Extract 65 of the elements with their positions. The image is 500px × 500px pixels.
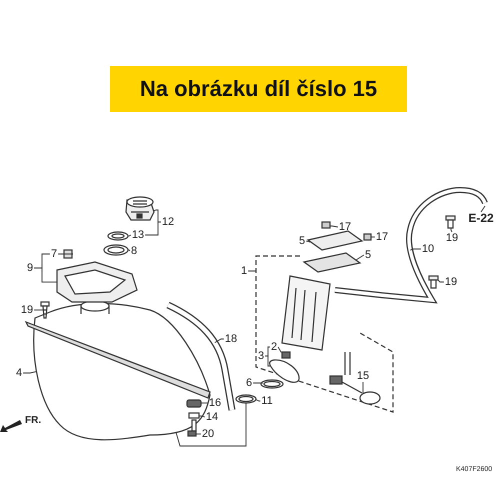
leader-line: [22, 371, 37, 374]
callout-number: 17: [338, 221, 352, 233]
leader-line: [198, 416, 206, 418]
rubber-cap: [321, 221, 331, 229]
tank-cover: [56, 261, 138, 303]
seal-ring: [107, 231, 129, 241]
leader-line: [34, 268, 58, 283]
gasket: [302, 252, 362, 273]
callout-number: 19: [446, 232, 458, 244]
callout-number: 4: [16, 367, 22, 379]
leader-line: [144, 222, 162, 236]
callout-number: 11: [261, 395, 273, 407]
callout-number: 19: [20, 304, 34, 316]
bolt: [187, 419, 197, 437]
rubber-block: [63, 249, 73, 259]
leader-line: [370, 236, 376, 238]
callout-number: 20: [202, 428, 214, 440]
title: Na obrázku díl číslo 15: [140, 76, 378, 102]
fuel-cap: [125, 196, 155, 221]
callout-number: 7: [50, 248, 58, 260]
callout-number: 3: [258, 350, 264, 362]
callout-number: 13: [132, 229, 144, 241]
leader-line: [330, 226, 338, 228]
callout-number: 1: [240, 265, 248, 277]
callout-number: 14: [206, 411, 218, 423]
callout-number: 18: [224, 333, 238, 345]
leader-line: [128, 234, 132, 236]
direction-label: FR.: [25, 415, 42, 426]
bolt: [40, 301, 50, 319]
leader-line: [214, 338, 224, 344]
gasket: [306, 230, 364, 251]
leader-line: [252, 382, 264, 384]
callout-number: 15: [356, 370, 370, 382]
leader-line: [438, 280, 444, 282]
callout-number: 9: [26, 262, 34, 274]
leader-line: [255, 399, 261, 402]
callout-number: 12: [162, 216, 174, 228]
hose: [166, 302, 236, 411]
callout-number: 5: [364, 249, 372, 261]
leader-line: [410, 248, 422, 251]
leader-line: [355, 254, 364, 261]
leader-line: [153, 210, 162, 222]
leader-line: [278, 346, 282, 352]
callout-number: 19: [444, 276, 458, 288]
leader-line: [264, 356, 271, 366]
assembly-guide-line: [176, 402, 246, 446]
callout-number: 5: [298, 235, 306, 247]
o-ring: [103, 244, 129, 256]
callout-number: 17: [376, 231, 388, 243]
leader-line: [450, 228, 452, 232]
leader-line: [480, 206, 486, 212]
callout-number: 6: [246, 377, 252, 389]
leader-line: [200, 402, 208, 404]
callout-number: E-22: [468, 211, 494, 225]
callout-number: 2: [270, 341, 278, 353]
leader-line: [306, 240, 311, 242]
callout-number: 10: [422, 243, 434, 255]
leader-line: [128, 250, 130, 252]
callout-number: 16: [208, 397, 222, 409]
leader-line: [264, 346, 270, 356]
leader-line: [248, 270, 256, 272]
callout-number: 8: [130, 245, 138, 257]
grommet: [186, 399, 202, 408]
o-ring: [235, 394, 257, 404]
leader-line: [362, 382, 364, 394]
